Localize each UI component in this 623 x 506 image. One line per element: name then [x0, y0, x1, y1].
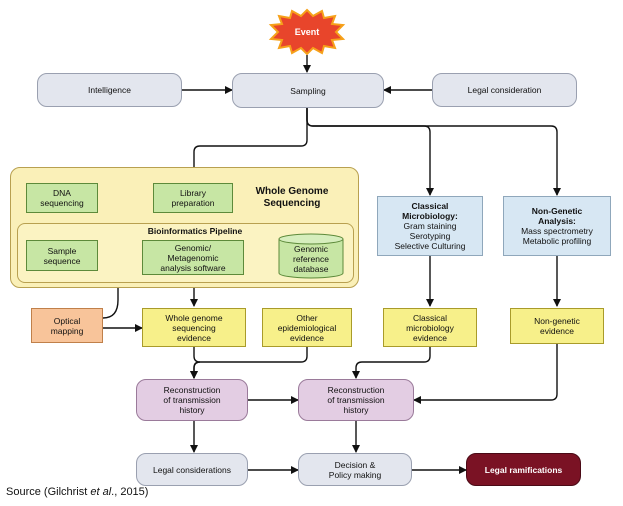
library-prep-node: Library preparation — [153, 183, 233, 213]
source-italic: et al — [90, 486, 112, 498]
database-icon — [278, 233, 344, 279]
reconstruction-node-1: Reconstruction of transmission history — [136, 379, 248, 421]
wgs-evidence-node: Whole genome sequencing evidence — [142, 308, 246, 347]
reconstruction-node-2: Reconstruction of transmission history — [298, 379, 414, 421]
legal-ramifications-node: Legal ramifications — [466, 453, 581, 486]
event-starburst — [268, 8, 346, 56]
wgs-title: Whole Genome Sequencing — [255, 186, 329, 209]
decision-policy-node: Decision & Policy making — [298, 453, 412, 486]
pipeline-title: Bioinformatics Pipeline — [147, 226, 243, 236]
nongenetic-analysis-node: Non-Genetic Analysis: Mass spectrometry … — [503, 196, 611, 256]
dna-sequencing-node: DNA sequencing — [26, 183, 98, 213]
arrow-classical-recon2 — [352, 347, 431, 379]
classical-microbiology-node: Classical Microbiology: Gram staining Se… — [377, 196, 483, 256]
legal-consideration-node: Legal consideration — [432, 73, 577, 107]
nongenetic-items: Mass spectrometry Metabolic profiling — [521, 226, 593, 246]
branch-wgs — [190, 108, 308, 179]
other-evidence-node: Other epidemiological evidence — [262, 308, 352, 347]
classical-evidence-node: Classical microbiology evidence — [383, 308, 477, 347]
database-label: Genomic reference database — [293, 244, 329, 274]
intelligence-node: Intelligence — [37, 73, 182, 107]
genomic-analysis-node: Genomic/ Metagenomic analysis software — [142, 240, 244, 275]
source-prefix: Source (Gilchrist — [6, 486, 91, 498]
arrow-nongenetic-recon2 — [413, 344, 558, 404]
branch-nongenetic — [306, 108, 561, 196]
classical-items: Gram staining Serotyping Selective Cultu… — [394, 221, 466, 251]
nongenetic-evidence-node: Non-genetic evidence — [510, 308, 604, 344]
sampling-node: Sampling — [232, 73, 384, 108]
classical-title: Classical Microbiology: — [402, 201, 458, 221]
legal-considerations-node: Legal considerations — [136, 453, 248, 486]
optical-mapping-node: Optical mapping — [31, 308, 103, 343]
sample-sequence-node: Sample sequence — [26, 240, 98, 271]
event-label: Event — [294, 27, 320, 37]
source-caption: Source (Gilchrist et al., 2015) — [6, 486, 148, 498]
source-suffix: ., 2015) — [111, 486, 149, 498]
nongenetic-title: Non-Genetic Analysis: — [531, 206, 583, 226]
arrow-other-recon1 — [190, 347, 308, 379]
